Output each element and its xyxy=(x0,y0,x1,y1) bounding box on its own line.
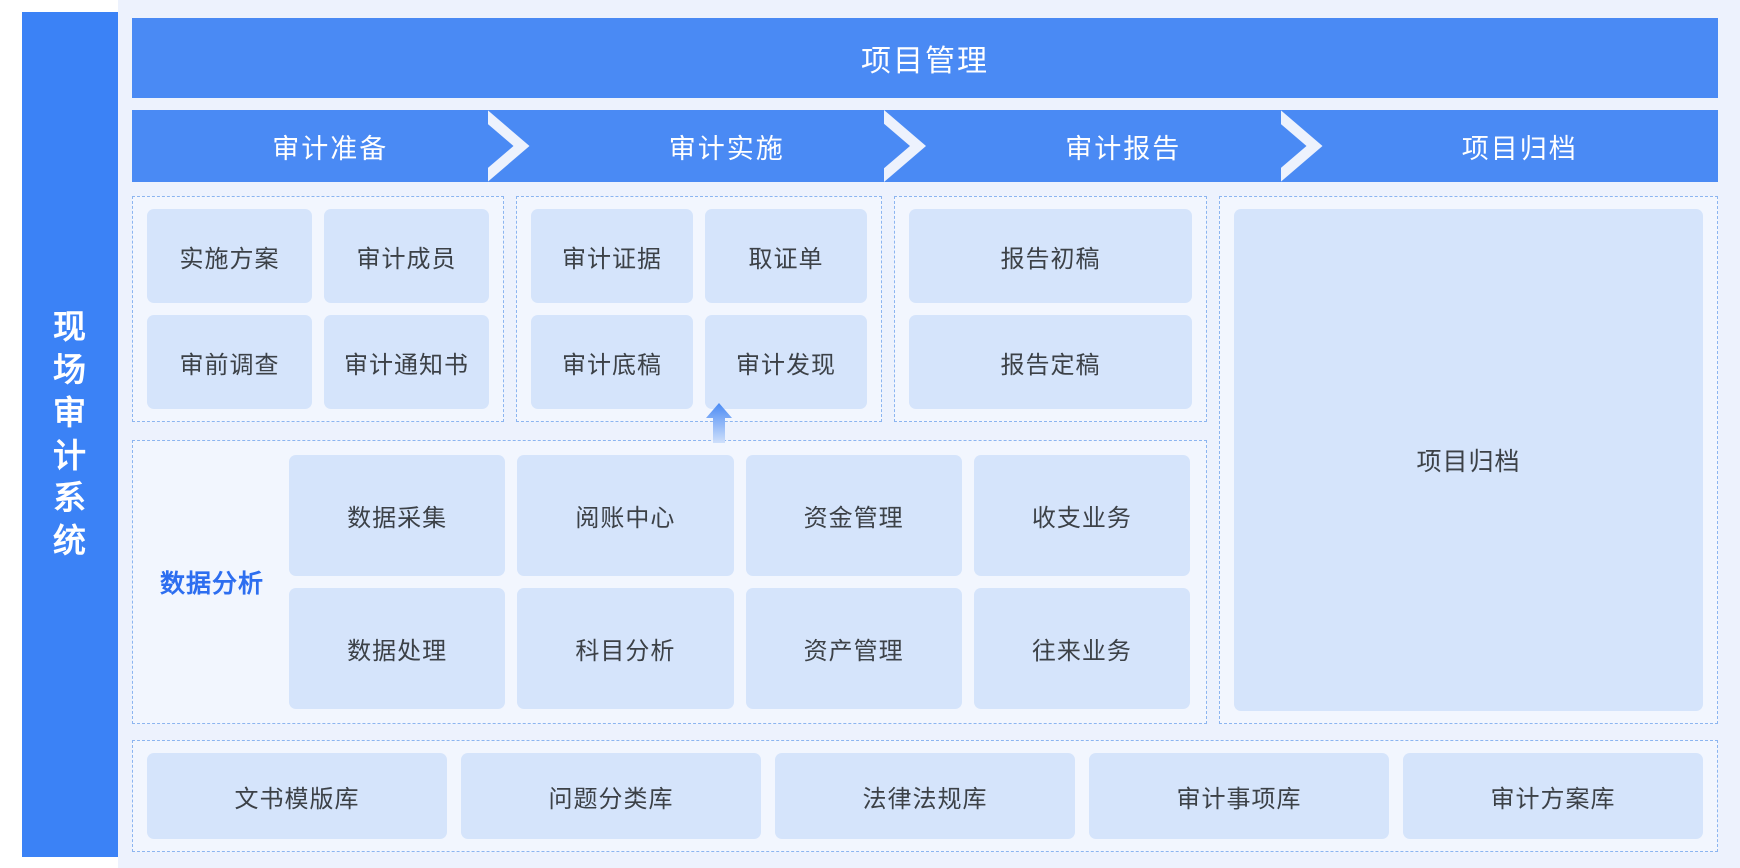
system-brand-bar: 现场审计系统 xyxy=(22,12,118,857)
stage-group-implementation: 审计证据 取证单 审计底稿 审计发现 xyxy=(516,196,882,422)
project-management-title: 项目管理 xyxy=(861,45,989,78)
module-card[interactable]: 资产管理 xyxy=(745,588,962,709)
data-analysis-panel: 数据分析 数据采集 阅账中心 资金管理 收支业务 数据处理 科目分析 资产管理 … xyxy=(132,403,1207,724)
module-card[interactable]: 取证单 xyxy=(705,209,867,303)
library-card[interactable]: 审计方案库 xyxy=(1403,753,1703,839)
module-card[interactable]: 阅账中心 xyxy=(517,455,734,576)
system-brand-title: 现场审计系统 xyxy=(53,307,87,560)
library-card[interactable]: 法律法规库 xyxy=(775,753,1075,839)
chevron-right-icon xyxy=(884,110,926,182)
data-analysis-label: 数据分析 xyxy=(159,570,264,598)
module-card[interactable]: 项目归档 xyxy=(1234,209,1703,711)
phase-label: 审计准备 xyxy=(272,133,389,164)
library-card[interactable]: 问题分类库 xyxy=(461,753,761,839)
phase-step-archive[interactable]: 项目归档 xyxy=(1321,110,1718,182)
chevron-right-icon xyxy=(1280,110,1323,182)
module-card[interactable]: 审计成员 xyxy=(324,209,489,303)
phase-label: 项目归档 xyxy=(1461,133,1578,164)
module-card[interactable]: 收支业务 xyxy=(973,455,1190,576)
module-card[interactable]: 审计通知书 xyxy=(324,315,489,409)
diagram-canvas: 项目管理 审计准备 审计实施 审计报告 项目归档 xyxy=(118,0,1740,868)
module-card[interactable]: 实施方案 xyxy=(147,209,312,303)
module-card[interactable]: 数据处理 xyxy=(289,588,506,709)
module-card[interactable]: 资金管理 xyxy=(745,455,962,576)
data-analysis-card-grid: 数据采集 阅账中心 资金管理 收支业务 数据处理 科目分析 资产管理 往来业务 xyxy=(289,455,1190,709)
project-management-band: 项目管理 xyxy=(132,18,1718,98)
stage-group-report: 报告初稿 报告定稿 xyxy=(894,196,1207,422)
phase-label: 审计实施 xyxy=(668,133,785,164)
module-card[interactable]: 科目分析 xyxy=(517,588,734,709)
module-card[interactable]: 审计发现 xyxy=(705,315,867,409)
module-card[interactable]: 审计底稿 xyxy=(531,315,693,409)
phase-step-preparation[interactable]: 审计准备 xyxy=(132,110,530,182)
stage-group-archive: 项目归档 xyxy=(1219,196,1718,724)
stage-card-row: 实施方案 审计成员 审前调查 审计通知书 审计证据 取证单 审计底稿 审计发现 xyxy=(132,196,1207,422)
module-card[interactable]: 报告定稿 xyxy=(909,315,1192,409)
preparation-card-grid: 实施方案 审计成员 审前调查 审计通知书 xyxy=(147,209,489,409)
module-card[interactable]: 审计证据 xyxy=(531,209,693,303)
implementation-card-grid: 审计证据 取证单 审计底稿 审计发现 xyxy=(531,209,867,409)
phase-label: 审计报告 xyxy=(1065,133,1182,164)
module-card[interactable]: 数据采集 xyxy=(289,455,506,576)
up-arrow-icon xyxy=(706,403,732,443)
stage-group-preparation: 实施方案 审计成员 审前调查 审计通知书 xyxy=(132,196,504,422)
module-card[interactable]: 往来业务 xyxy=(973,588,1190,709)
chevron-right-icon xyxy=(487,110,530,182)
phase-step-implementation[interactable]: 审计实施 xyxy=(528,110,926,182)
knowledge-library-strip: 文书模版库 问题分类库 法律法规库 审计事项库 审计方案库 xyxy=(132,740,1718,852)
phase-flow-bar: 审计准备 审计实施 审计报告 项目归档 xyxy=(132,110,1718,182)
phase-step-report[interactable]: 审计报告 xyxy=(925,110,1323,182)
module-card[interactable]: 审前调查 xyxy=(147,315,312,409)
library-card[interactable]: 审计事项库 xyxy=(1089,753,1389,839)
module-card[interactable]: 报告初稿 xyxy=(909,209,1192,303)
stage-modules-area: 实施方案 审计成员 审前调查 审计通知书 审计证据 取证单 审计底稿 审计发现 xyxy=(132,196,1718,724)
stage-left-column: 实施方案 审计成员 审前调查 审计通知书 审计证据 取证单 审计底稿 审计发现 xyxy=(132,196,1207,724)
report-card-grid: 报告初稿 报告定稿 xyxy=(909,209,1192,409)
library-card[interactable]: 文书模版库 xyxy=(147,753,447,839)
